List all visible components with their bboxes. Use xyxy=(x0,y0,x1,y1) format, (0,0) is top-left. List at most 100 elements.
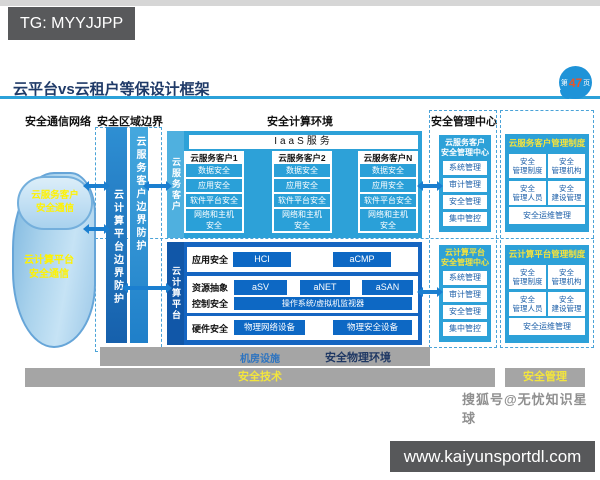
page-number-prefix: 第 xyxy=(560,79,568,87)
platform-boundary-bar: 云计算平台边界防护 xyxy=(106,127,127,343)
title-underline xyxy=(0,96,600,99)
arrow-tenant-to-mgmt-center xyxy=(417,181,443,191)
platform-policy-box: 云计算平台管理制度 安全 管理制度 安全 管理机构 安全 管理人员 安全 建设管… xyxy=(505,245,589,343)
cell-line2: 管理人员 xyxy=(512,304,543,313)
tenant-policy-title: 云服务客户管理制度 xyxy=(508,138,586,148)
page-number-badge: 第 47 页 xyxy=(559,66,592,99)
software-platform-security-item: 软件平台安全 xyxy=(274,194,330,207)
arrow-boundary-to-tenant-box xyxy=(143,181,172,191)
arrow-cylinder-to-boundary-top xyxy=(83,181,110,191)
security-operations-cell: 安全运维管理 xyxy=(509,318,585,335)
customer-n-title: 云服务客户N xyxy=(363,153,413,163)
arrow-cylinder-to-boundary-mid xyxy=(83,224,110,234)
security-organization-cell: 安全 管理机构 xyxy=(548,265,585,289)
security-policy-cell: 安全 管理制度 xyxy=(509,154,546,178)
security-personnel-cell: 安全 管理人员 xyxy=(509,292,546,316)
data-security-item: 数据安全 xyxy=(360,164,416,177)
acmp-button: aCMP xyxy=(333,252,391,267)
cell-line2: 建设管理 xyxy=(551,304,582,313)
central-control-item: 集中管控 xyxy=(443,212,487,226)
tenant-boundary-bar: 云服务客户边界防护 xyxy=(130,127,148,343)
iaas-service-bar: IaaS服务 xyxy=(189,135,418,149)
platform-computing-box: 云计算平台 应用安全 HCI aCMP 资源抽象 控制安全 aSV aNET a… xyxy=(167,242,422,345)
customer-2-items: 数据安全 应用安全 软件平台安全 网络和主机安全 xyxy=(274,164,330,231)
customer-column-2: 云服务客户2 数据安全 应用安全 软件平台安全 网络和主机安全 xyxy=(272,151,332,233)
cell-line2: 管理机构 xyxy=(551,166,582,175)
platform-boundary-label: 云计算平台边界防护 xyxy=(111,189,123,306)
software-platform-security-item: 软件平台安全 xyxy=(186,194,242,207)
tenant-communication-cylinder: 云服务客户安全通信 xyxy=(17,176,93,230)
hardware-security-row: 硬件安全 物理网络设备 物理安全设备 xyxy=(187,316,418,340)
room-facility-label: 机房设施 xyxy=(240,354,280,365)
customer-2-title: 云服务客户2 xyxy=(278,153,326,163)
audit-management-item: 审计管理 xyxy=(443,288,487,302)
tenant-communication-label: 云服务客户安全通信 xyxy=(31,190,79,214)
url-watermark-bar: www.kaiyunsportdl.com xyxy=(390,441,595,472)
cell-line1: 安全 xyxy=(520,183,535,193)
arrow-boundary-to-platform-box xyxy=(122,283,172,293)
top-border-strip xyxy=(0,0,600,6)
cell-line2: 建设管理 xyxy=(551,193,582,202)
cell-line1: 安全 xyxy=(559,294,574,304)
system-management-item: 系统管理 xyxy=(443,161,487,175)
platform-mgmt-title-line1: 云计算平台 xyxy=(445,248,485,257)
hardware-security-row-label: 硬件安全 xyxy=(192,324,229,334)
app-security-row-label: 应用安全 xyxy=(192,255,229,265)
management-center-frame xyxy=(429,110,497,348)
header-management-center: 安全管理中心 xyxy=(431,116,497,128)
platform-communication-label: 云计算平台安全通信 xyxy=(24,255,74,280)
tenant-side-label: 云服务客户 xyxy=(171,157,181,212)
hypervisor-bar: 操作系统/虚拟机监视器 xyxy=(234,297,412,310)
tenant-management-center-box: 云服务客户 安全管理中心 系统管理 审计管理 安全管理 集中管控 xyxy=(439,135,491,232)
security-operations-cell: 安全运维管理 xyxy=(509,207,585,224)
cell-line2: 管理人员 xyxy=(512,193,543,202)
cell-line1: 安全 xyxy=(520,156,535,166)
cell-line2: 管理机构 xyxy=(551,277,582,286)
security-management-bar: 安全管理 xyxy=(505,368,585,387)
anet-button: aNET xyxy=(300,280,350,295)
app-security-item: 应用安全 xyxy=(360,179,416,192)
security-personnel-cell: 安全 管理人员 xyxy=(509,181,546,205)
platform-mgmt-title-line2: 安全管理中心 xyxy=(441,258,489,267)
sohu-watermark: 搜狐号@无忧知识星球 xyxy=(462,392,588,426)
page-title: 云平台vs云租户等保设计框架 xyxy=(13,81,210,98)
customer-column-n: 云服务客户N 数据安全 应用安全 软件平台安全 网络和主机安全 xyxy=(358,151,418,233)
header-communication-network: 安全通信网络 xyxy=(25,116,91,128)
security-policy-cell: 安全 管理制度 xyxy=(509,265,546,289)
network-host-security-item: 网络和主机安全 xyxy=(186,209,242,231)
cell-line1: 安全 xyxy=(520,294,535,304)
security-organization-cell: 安全 管理机构 xyxy=(548,154,585,178)
customer-column-1: 云服务客户1 数据安全 应用安全 软件平台安全 网络和主机安全 xyxy=(184,151,244,233)
tenant-computing-box: 云服务客户 IaaS服务 云服务客户1 数据安全 应用安全 软件平台安全 网络和… xyxy=(167,131,422,238)
resource-control-row: 资源抽象 控制安全 aSV aNET aSAN 操作系统/虚拟机监视器 xyxy=(187,276,418,313)
app-security-item: 应用安全 xyxy=(274,179,330,192)
cell-line1: 安全 xyxy=(559,156,574,166)
tg-watermark-text: TG: MYYJJPP xyxy=(20,15,124,32)
tenant-mgmt-title-line2: 安全管理中心 xyxy=(441,148,489,157)
security-management-item: 安全管理 xyxy=(443,305,487,319)
arrow-platform-to-mgmt-center xyxy=(417,287,443,297)
platform-policy-title: 云计算平台管理制度 xyxy=(508,249,586,259)
asan-button: aSAN xyxy=(362,280,413,295)
platform-mgmt-items: 系统管理 审计管理 安全管理 集中管控 xyxy=(443,271,487,336)
asv-button: aSV xyxy=(234,280,287,295)
resource-abstraction-label: 资源抽象 xyxy=(192,283,229,293)
tenant-mgmt-items: 系统管理 审计管理 安全管理 集中管控 xyxy=(443,161,487,226)
header-zone-boundary: 安全区域边界 xyxy=(97,116,163,128)
central-control-item: 集中管控 xyxy=(443,322,487,336)
tenant-mgmt-title-line1: 云服务客户 xyxy=(445,138,485,147)
header-computing-environment: 安全计算环境 xyxy=(267,116,333,128)
physical-security-device-button: 物理安全设备 xyxy=(333,320,412,335)
customer-1-items: 数据安全 应用安全 软件平台安全 网络和主机安全 xyxy=(186,164,242,231)
physical-network-device-button: 物理网络设备 xyxy=(234,320,305,335)
platform-side-label: 云计算平台 xyxy=(171,266,181,321)
software-platform-security-item: 软件平台安全 xyxy=(360,194,416,207)
customer-n-items: 数据安全 应用安全 软件平台安全 网络和主机安全 xyxy=(360,164,416,231)
security-construction-cell: 安全 建设管理 xyxy=(548,292,585,316)
security-management-item: 安全管理 xyxy=(443,195,487,209)
customer-1-title: 云服务客户1 xyxy=(190,153,238,163)
cell-line2: 管理制度 xyxy=(512,277,543,286)
platform-side-strip: 云计算平台 xyxy=(167,242,184,345)
network-host-security-item: 网络和主机安全 xyxy=(274,209,330,231)
